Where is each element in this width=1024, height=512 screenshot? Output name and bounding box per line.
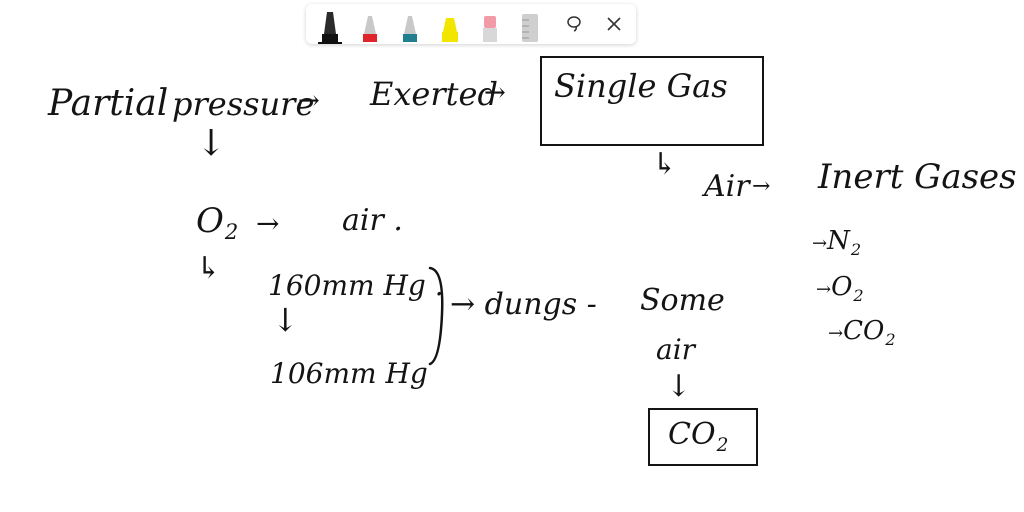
single-gas-box (540, 56, 764, 146)
close-icon[interactable] (600, 10, 628, 38)
note-o2: →O2 (816, 272, 864, 303)
branch-arrow: ↳ (652, 147, 678, 182)
note-some: Some (640, 283, 725, 318)
note-exerted: Exerted (370, 75, 498, 113)
co2-box (648, 408, 758, 466)
n2-main: N (827, 226, 850, 256)
arrow-down: ↓ (666, 369, 692, 404)
red-pen-tool[interactable] (352, 4, 388, 44)
drawing-toolbar (306, 4, 636, 44)
note-106mmhg: 106mm Hg (270, 357, 428, 390)
o2-main: O (196, 201, 224, 241)
note-box-co2: CO2 (668, 417, 728, 455)
eraser-tool[interactable] (472, 4, 508, 44)
note-air: Air (704, 169, 750, 204)
teal-pen-tool[interactable] (392, 4, 428, 44)
arrow-right: → (752, 174, 771, 199)
note-single-gas: Single Gas (554, 67, 728, 105)
bracket-icon (428, 266, 444, 366)
arrow-right: → (256, 207, 280, 240)
n2-subscript: 2 (850, 239, 862, 259)
note-air-lower: air . (342, 203, 403, 238)
arrow-down: ↓ (196, 123, 227, 164)
arrow-right: → (298, 86, 320, 116)
co2-subscript: 2 (716, 434, 729, 456)
o2-main: O (831, 272, 853, 302)
note-pressure: pressure (172, 85, 315, 123)
note-160mmhg: 160mm Hg . (268, 269, 444, 302)
arrow-right: → (812, 233, 828, 254)
black-pen-tool[interactable] (312, 4, 348, 44)
arrow-right: → (484, 78, 506, 108)
note-air-some: air (656, 333, 696, 366)
co2-main: CO (843, 316, 885, 346)
arrow-down: ↓ (272, 301, 299, 339)
note-n2: →N2 (812, 226, 861, 257)
o2-subscript: 2 (224, 219, 239, 245)
note-partial: Partial (48, 83, 169, 124)
o2-subscript: 2 (853, 285, 864, 305)
note-o2-main: O2 (196, 201, 238, 242)
branch-arrow: ↳ (196, 251, 222, 286)
co2-main: CO (668, 417, 716, 452)
note-inert-gases: Inert Gases (818, 157, 1017, 197)
arrow-right: → (816, 279, 832, 300)
note-lungs: → dungs - (450, 287, 597, 322)
lasso-icon[interactable] (560, 10, 588, 38)
note-co2: →CO2 (828, 316, 896, 347)
arrow-right: → (828, 323, 844, 344)
yellow-highlighter-tool[interactable] (432, 4, 468, 44)
co2-subscript: 2 (885, 329, 896, 349)
ruler-tool[interactable] (512, 4, 548, 44)
